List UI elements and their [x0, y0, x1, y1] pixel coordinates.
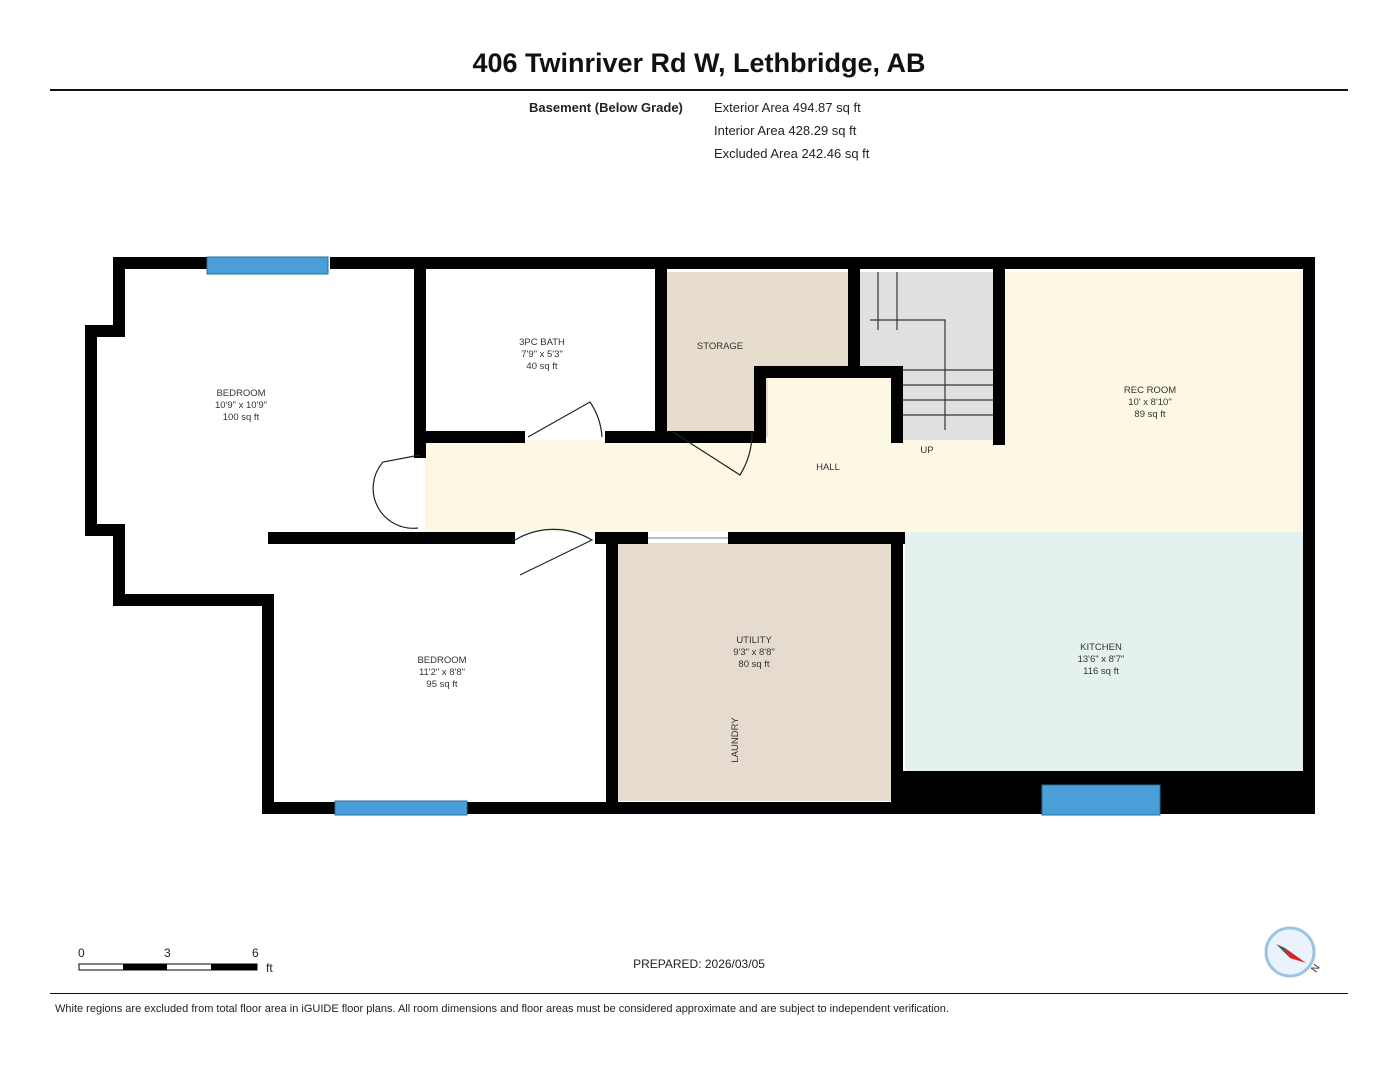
north-compass-icon: N — [1264, 926, 1323, 978]
kitchen-name: KITCHEN — [1080, 642, 1122, 653]
utility-name: UTILITY — [736, 635, 772, 646]
level-label: Basement (Below Grade) — [529, 100, 683, 115]
windows — [206, 256, 1161, 816]
scale-unit: ft — [266, 961, 273, 975]
scale-tick-6: 6 — [252, 946, 259, 960]
stair-up-label: UP — [920, 445, 933, 456]
bath-name: 3PC BATH — [519, 337, 565, 348]
bedroom2-dims: 11'2" x 8'8" — [419, 667, 465, 678]
bath-dims: 7'9" x 5'3" — [521, 349, 563, 360]
title-divider — [50, 89, 1348, 91]
scale-tick-3: 3 — [164, 946, 171, 960]
exterior-area: Exterior Area 494.87 sq ft — [714, 100, 861, 115]
kitchen-fill — [905, 532, 1303, 785]
bedroom2-area: 95 sq ft — [426, 679, 458, 690]
rec-room-fill — [1005, 272, 1303, 532]
bedroom2-name: BEDROOM — [417, 655, 466, 666]
svg-text:N: N — [1309, 962, 1322, 974]
interior-area: Interior Area 428.29 sq ft — [714, 123, 857, 138]
kitchen-dims: 13'6" x 8'7" — [1078, 654, 1125, 665]
storage-name: STORAGE — [697, 341, 743, 352]
stairs — [870, 272, 995, 430]
excluded-area: Excluded Area 242.46 sq ft — [714, 146, 870, 161]
footer-divider — [50, 993, 1348, 994]
rec-name: REC ROOM — [1124, 385, 1176, 396]
scale-tick-0: 0 — [78, 946, 85, 960]
page-title: 406 Twinriver Rd W, Lethbridge, AB — [472, 48, 926, 78]
hall-fill — [425, 378, 1005, 532]
bedroom1-name: BEDROOM — [216, 388, 265, 399]
doors — [372, 401, 753, 576]
scale-bar — [78, 963, 258, 971]
prepared-date: PREPARED: 2026/03/05 — [633, 957, 765, 971]
kitchen-area: 116 sq ft — [1083, 666, 1119, 677]
bedroom1-dims: 10'9" x 10'9" — [215, 400, 267, 411]
rec-area: 89 sq ft — [1134, 409, 1166, 420]
hall-name: HALL — [816, 462, 840, 473]
utility-dims: 9'3" x 8'8" — [733, 647, 775, 658]
bath-area: 40 sq ft — [526, 361, 558, 372]
utility-fill — [618, 543, 891, 801]
rec-dims: 10' x 8'10" — [1128, 397, 1171, 408]
utility-area: 80 sq ft — [738, 659, 770, 670]
laundry-label: LAUNDRY — [730, 717, 741, 763]
bedroom1-area: 100 sq ft — [223, 412, 260, 423]
footer-disclaimer: White regions are excluded from total fl… — [55, 1003, 949, 1015]
